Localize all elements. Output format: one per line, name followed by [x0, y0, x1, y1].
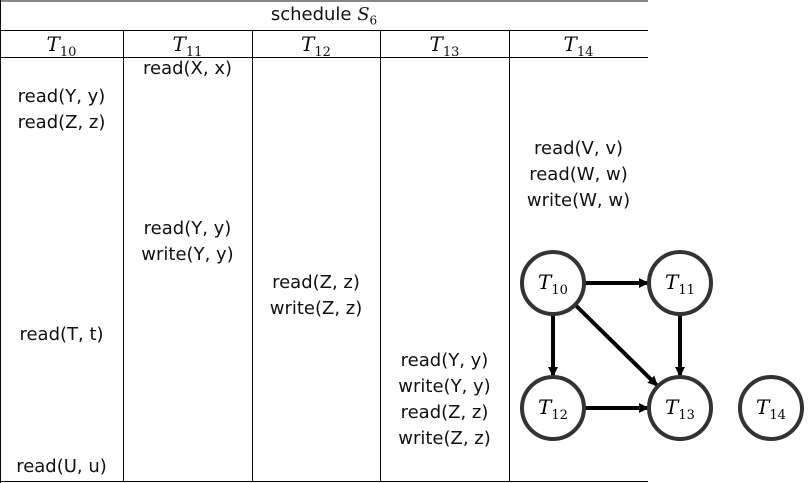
node-circle [520, 375, 586, 441]
operation-3: read(V, v) [534, 138, 623, 159]
bottom-border [0, 481, 648, 482]
operation-6: read(Y, y) [143, 218, 232, 239]
operation-2: read(Z, z) [17, 112, 106, 133]
operation-11: read(Y, y) [400, 350, 489, 371]
graph-node-t12: T12 [520, 375, 586, 441]
graph-node-t10: T10 [520, 250, 586, 316]
operation-10: read(T, t) [19, 324, 104, 345]
operation-1: read(Y, y) [17, 86, 106, 107]
node-label: T14 [756, 395, 786, 423]
node-label: T11 [665, 270, 695, 298]
column-divider-2 [252, 30, 253, 482]
column-header-t10: T10 [46, 32, 77, 60]
node-circle [647, 250, 713, 316]
edge-t10-t13 [573, 303, 658, 387]
graph-node-t13: T13 [647, 375, 713, 441]
column-header-t13: T13 [429, 32, 460, 60]
left-border [0, 0, 1, 483]
node-circle [738, 375, 804, 441]
node-circle [520, 250, 586, 316]
graph-node-t11: T11 [647, 250, 713, 316]
title-text: schedule [270, 4, 358, 25]
title-divider [0, 30, 648, 31]
node-circle [647, 375, 713, 441]
operation-13: read(Z, z) [400, 402, 489, 423]
operation-7: write(Y, y) [141, 244, 234, 265]
column-divider-4 [509, 30, 510, 482]
operation-15: read(U, u) [16, 456, 107, 477]
operation-9: write(Z, z) [269, 298, 363, 319]
top-border [0, 0, 648, 2]
schedule-title: schedule S6 [0, 4, 648, 28]
column-header-t12: T12 [301, 32, 331, 60]
operation-12: write(Y, y) [398, 376, 491, 397]
operation-0: read(X, x) [142, 58, 232, 79]
node-label: T10 [538, 270, 568, 298]
node-label: T13 [665, 395, 695, 423]
node-label: T12 [538, 395, 568, 423]
column-divider-3 [380, 30, 381, 482]
title-symbol: S6 [357, 4, 378, 28]
column-divider-1 [123, 30, 124, 482]
operation-4: read(W, w) [529, 164, 628, 185]
column-header-t14: T14 [563, 32, 594, 60]
header-divider [0, 57, 648, 58]
column-header-t11: T11 [172, 32, 203, 60]
operation-14: write(Z, z) [398, 428, 491, 449]
graph-node-t14: T14 [738, 375, 804, 441]
operation-5: write(W, w) [526, 190, 631, 211]
operation-8: read(Z, z) [272, 272, 360, 293]
